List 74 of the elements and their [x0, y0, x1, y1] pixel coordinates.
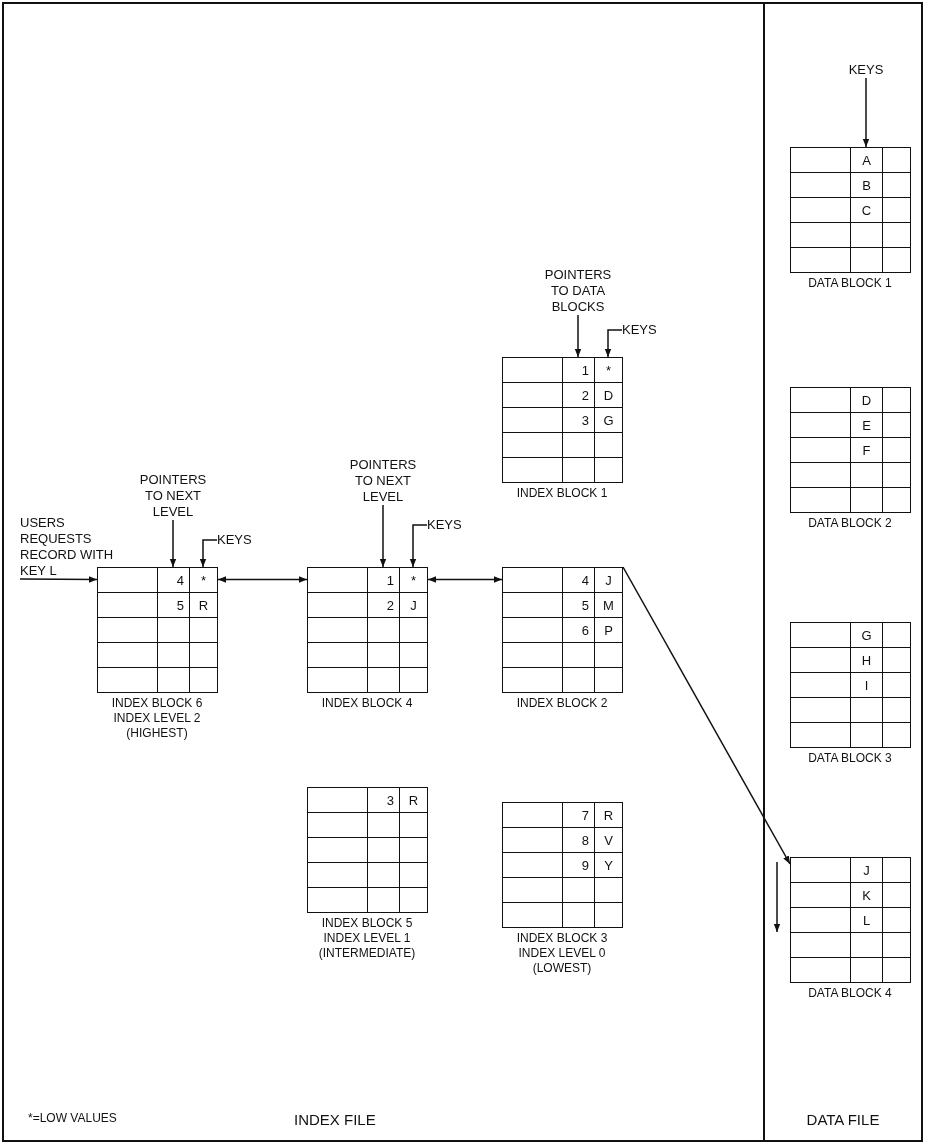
pointer-value: 5 [581, 597, 589, 613]
key-value: G [861, 627, 872, 643]
pointer-value: 4 [176, 572, 184, 588]
key-value: I [864, 677, 869, 693]
pointer-value: 1 [386, 572, 394, 588]
block-caption: INDEX BLOCK 6 INDEX LEVEL 2 (HIGHEST) [110, 696, 204, 741]
annotation-label: POINTERS TO NEXT LEVEL [133, 472, 213, 520]
key-value: P [604, 622, 613, 638]
key-value: J [863, 862, 870, 878]
leader-arrow [604, 329, 623, 358]
arrow [427, 576, 503, 583]
arrow [622, 566, 791, 865]
key-value: * [410, 572, 417, 588]
block-caption: DATA BLOCK 3 [807, 751, 893, 766]
file-panel [765, 2, 923, 1142]
key-value: M [603, 597, 614, 613]
key-value: G [603, 412, 614, 428]
pointer-value: 8 [581, 832, 589, 848]
key-value: Y [604, 857, 613, 873]
pointer-value: 9 [581, 857, 589, 873]
pointer-value: 2 [581, 387, 589, 403]
key-value: E [862, 417, 871, 433]
key-value: D [603, 387, 614, 403]
annotation-label: KEYS [841, 62, 891, 78]
pointer-value: 2 [386, 597, 394, 613]
arrow [217, 576, 308, 583]
pointer-value: 1 [581, 362, 589, 378]
annotation-label: KEYS [217, 532, 262, 548]
key-value: B [862, 177, 871, 193]
annotation-label: POINTERS TO DATA BLOCKS [538, 267, 618, 315]
key-value: L [862, 912, 871, 928]
key-value: D [861, 392, 872, 408]
annotation-label: KEYS [427, 517, 472, 533]
key-value: * [605, 362, 612, 378]
block-caption: INDEX BLOCK 2 [515, 696, 609, 711]
key-value: J [410, 597, 417, 613]
key-value: V [604, 832, 613, 848]
leader-arrow [169, 519, 177, 568]
key-value: J [605, 572, 612, 588]
panel-title: DATA FILE [805, 1112, 881, 1128]
pointer-value: 7 [581, 807, 589, 823]
pointer-value: 3 [386, 792, 394, 808]
footnote-text: *=LOW VALUES [28, 1110, 117, 1126]
key-value: R [408, 792, 419, 808]
leader-arrow [379, 504, 387, 568]
leader-arrow [409, 524, 428, 568]
pointer-value: 3 [581, 412, 589, 428]
pointer-value: 5 [176, 597, 184, 613]
leader-arrow [19, 576, 98, 583]
file-panel [2, 2, 765, 1142]
block-caption: DATA BLOCK 1 [807, 276, 893, 291]
key-value: A [862, 152, 871, 168]
annotation-label: POINTERS TO NEXT LEVEL [343, 457, 423, 505]
leader-arrow [862, 77, 870, 148]
annotation-label: KEYS [622, 322, 667, 338]
key-value: * [200, 572, 207, 588]
key-value: R [603, 807, 614, 823]
block-caption: DATA BLOCK 2 [807, 516, 893, 531]
annotation-label: USERS REQUESTS RECORD WITH KEY L [20, 515, 120, 579]
block-caption: DATA BLOCK 4 [807, 986, 893, 1001]
key-value: C [861, 202, 872, 218]
pointer-value: 4 [581, 572, 589, 588]
block-caption: INDEX BLOCK 5 INDEX LEVEL 1 (INTERMEDIATE) [317, 916, 417, 961]
key-value: H [861, 652, 872, 668]
pointer-value: 6 [581, 622, 589, 638]
key-value: F [862, 442, 871, 458]
block-caption: INDEX BLOCK 4 [320, 696, 414, 711]
panel-title: INDEX FILE [294, 1112, 376, 1128]
key-value: R [198, 597, 209, 613]
key-value: K [862, 887, 871, 903]
leader-arrow [199, 539, 218, 568]
block-caption: INDEX BLOCK 1 [515, 486, 609, 501]
block-caption: INDEX BLOCK 3 INDEX LEVEL 0 (LOWEST) [515, 931, 609, 976]
leader-arrow [574, 314, 582, 358]
